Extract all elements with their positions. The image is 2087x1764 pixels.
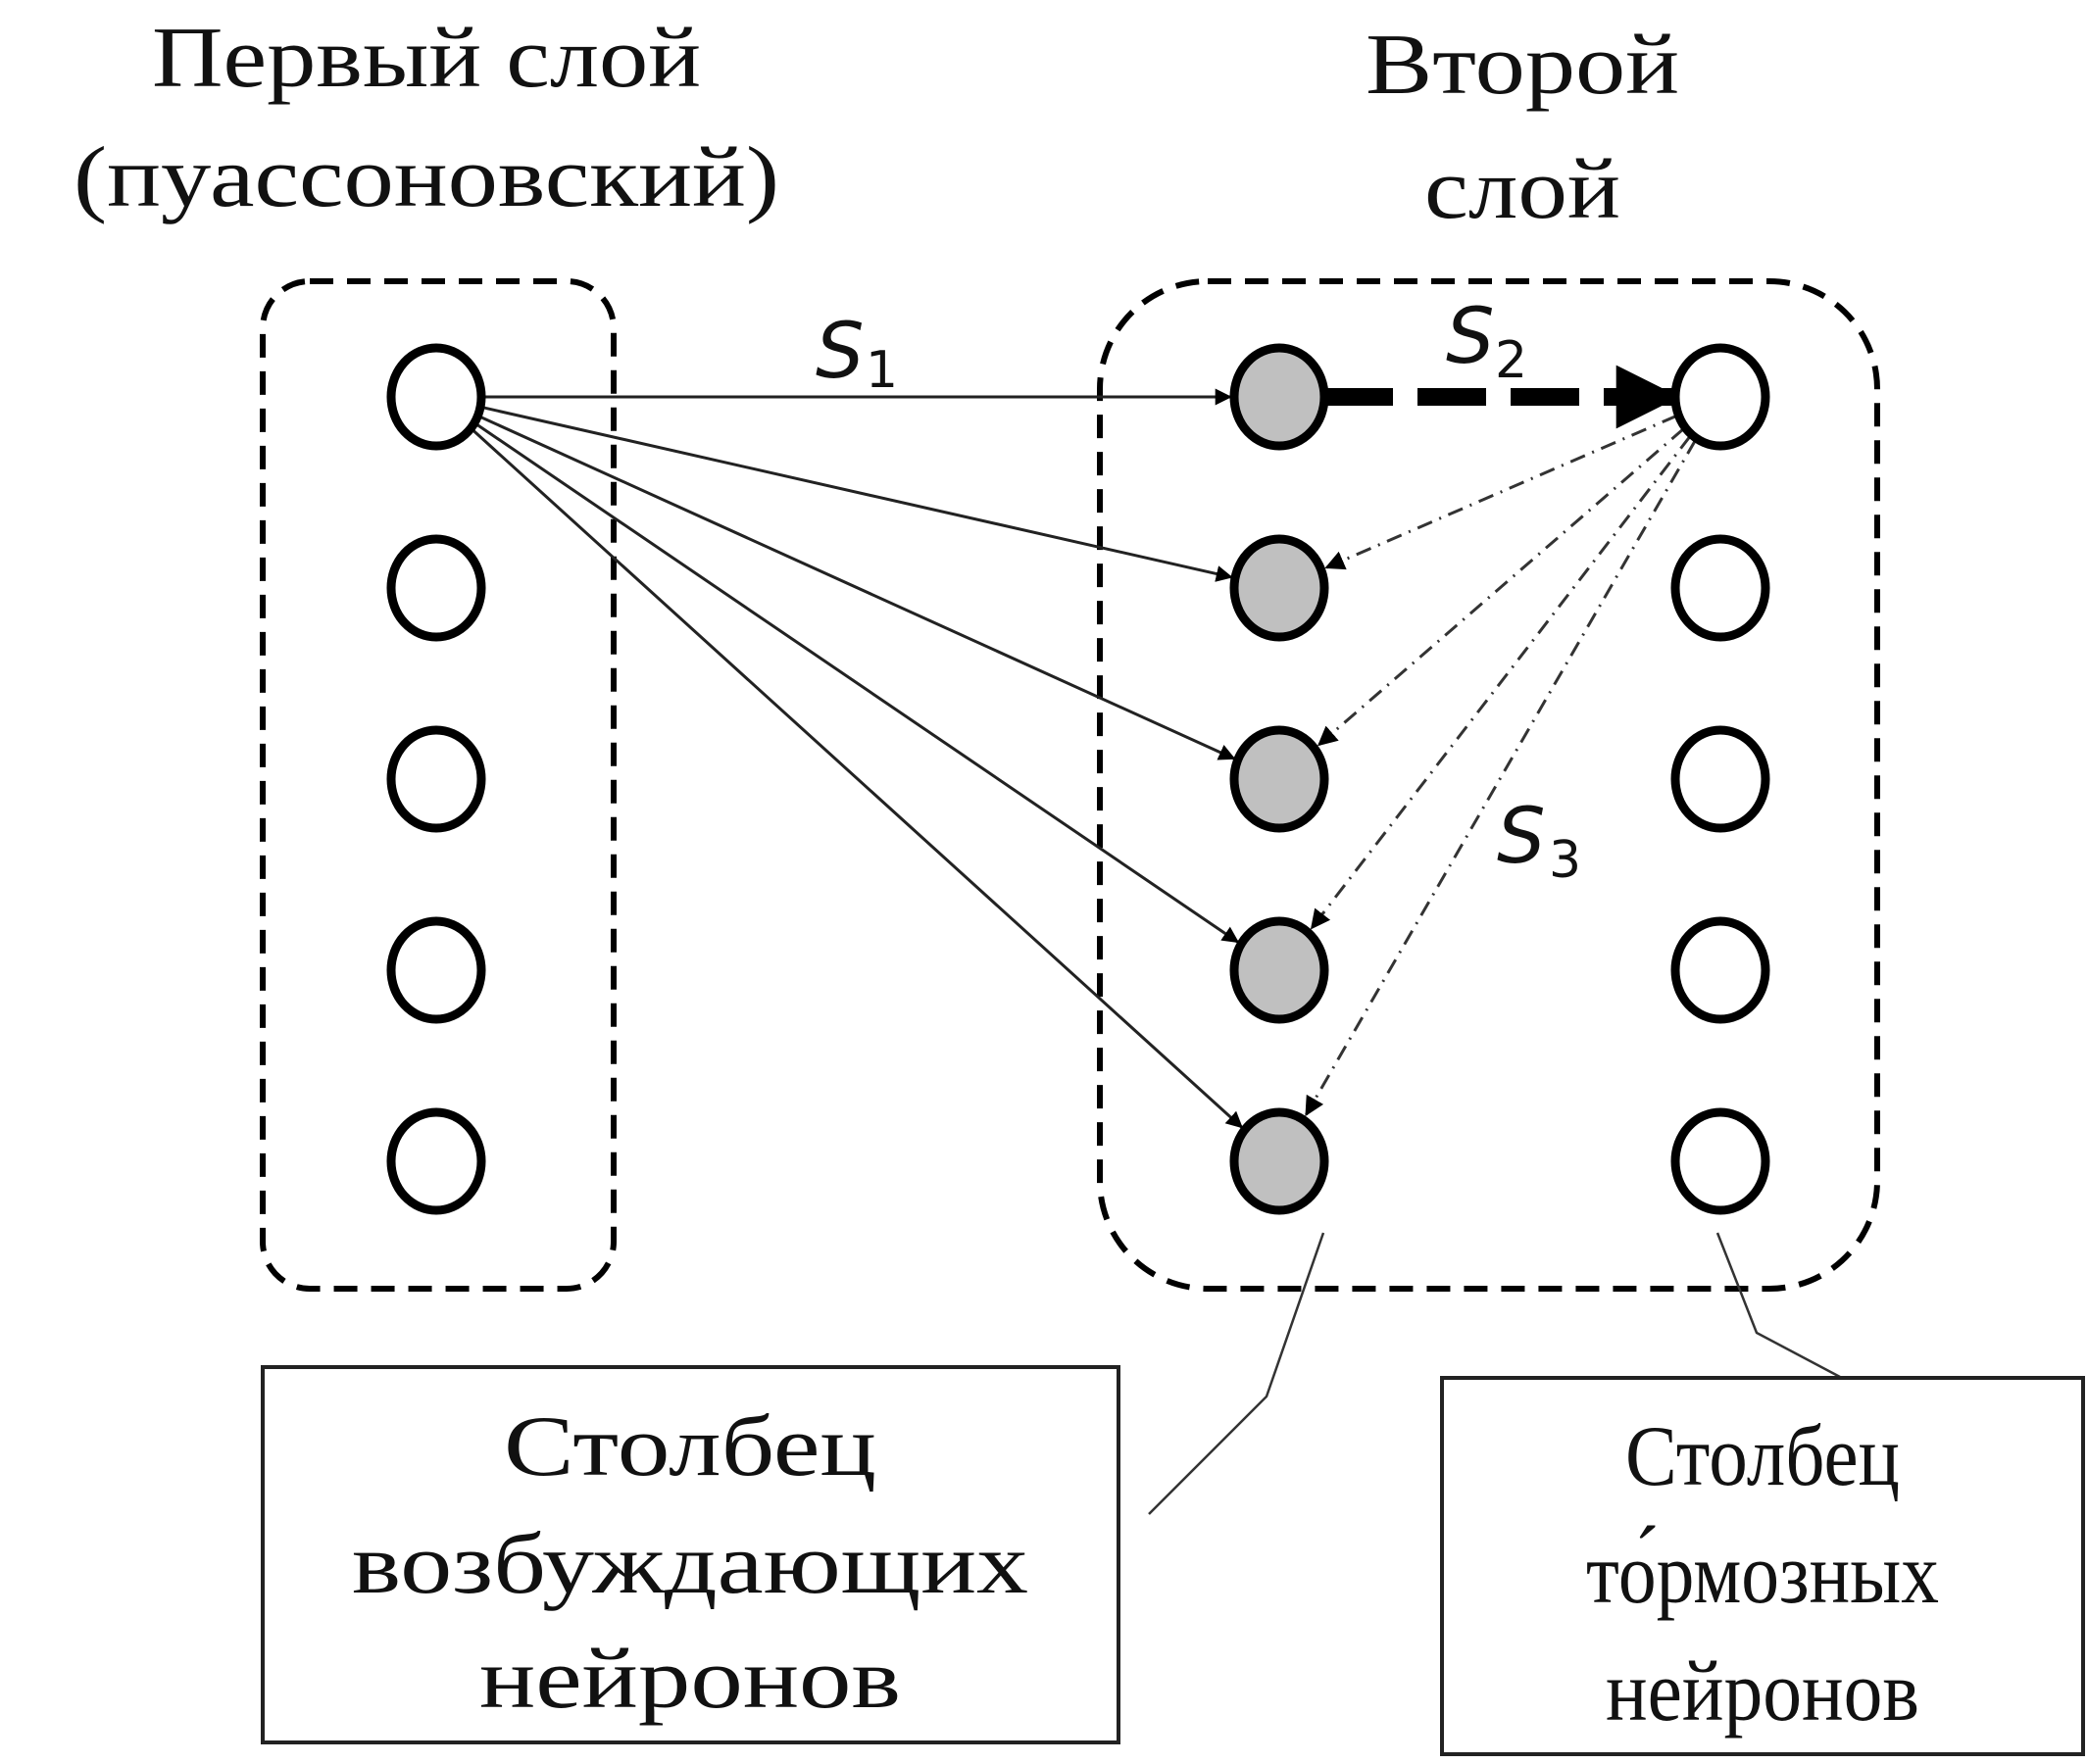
- second-layer-title-line2: слой: [1424, 142, 1620, 237]
- s3-synapse-edge: [1324, 414, 1678, 570]
- s1-label: S 1: [816, 308, 898, 400]
- s1-synapse-edge: [479, 405, 1233, 582]
- s2-symbol: S: [1446, 293, 1495, 381]
- excitatory-callout-line: [1148, 1232, 1325, 1515]
- s2-label: S 2: [1446, 293, 1527, 390]
- excitatory-neuron: [1229, 1107, 1329, 1215]
- excitatory-neuron: [1229, 343, 1329, 451]
- excitatory-label-line2: возбуждающих: [352, 1517, 1028, 1612]
- excitatory-neuron: [1229, 725, 1329, 833]
- inhibitory-label-line2: то́рмозных: [1586, 1524, 1939, 1622]
- s1-synapse-edge: [470, 426, 1243, 1129]
- inhibitory-label-line1: Столбец: [1625, 1409, 1900, 1504]
- excitatory-label-box: Столбец возбуждающих нейронов: [261, 1365, 1120, 1744]
- input-neuron: [386, 725, 486, 833]
- inhibitory-neuron: [1670, 725, 1770, 833]
- s3-label: S 3: [1497, 793, 1581, 890]
- s3-synapse-edge: [1305, 439, 1697, 1117]
- first-layer-title-line2: (пуассоновский): [74, 130, 779, 225]
- excitatory-neuron: [1229, 534, 1329, 642]
- s1-symbol: S: [816, 308, 865, 396]
- s3-symbol: S: [1497, 793, 1546, 881]
- first-layer-title-line1: Первый слой: [152, 11, 701, 106]
- s1-subscript: 1: [866, 341, 898, 400]
- inhibitory-neuron: [1670, 343, 1770, 451]
- input-neuron: [386, 1107, 486, 1215]
- input-neuron: [386, 534, 486, 642]
- inhibitory-neuron: [1670, 916, 1770, 1024]
- inhibitory-label-box: Столбец то́рмозных нейронов: [1440, 1376, 2085, 1756]
- s3-synapse-edge: [1310, 435, 1692, 930]
- input-neuron: [386, 343, 486, 451]
- first-layer-box: [260, 278, 617, 1292]
- inhibitory-label-line3: нейронов: [1606, 1644, 1919, 1740]
- inhibitory-neuron: [1670, 1107, 1770, 1215]
- input-neuron: [386, 916, 486, 1024]
- inhibitory-neuron: [1670, 534, 1770, 642]
- s3-subscript: 3: [1549, 831, 1581, 890]
- s1-synapse-edge: [473, 421, 1240, 944]
- s2-subscript: 2: [1495, 331, 1527, 390]
- s3-synapse-edge: [1317, 427, 1685, 747]
- s1-synapse-edge: [476, 414, 1236, 760]
- excitatory-neuron: [1229, 916, 1329, 1024]
- excitatory-label-line3: нейронов: [479, 1632, 901, 1727]
- second-layer-box: [1097, 278, 1880, 1292]
- excitatory-label-line1: Столбец: [504, 1399, 876, 1494]
- second-layer-title-line1: Второй: [1366, 18, 1679, 113]
- inhibitory-callout-line: [1715, 1232, 1841, 1379]
